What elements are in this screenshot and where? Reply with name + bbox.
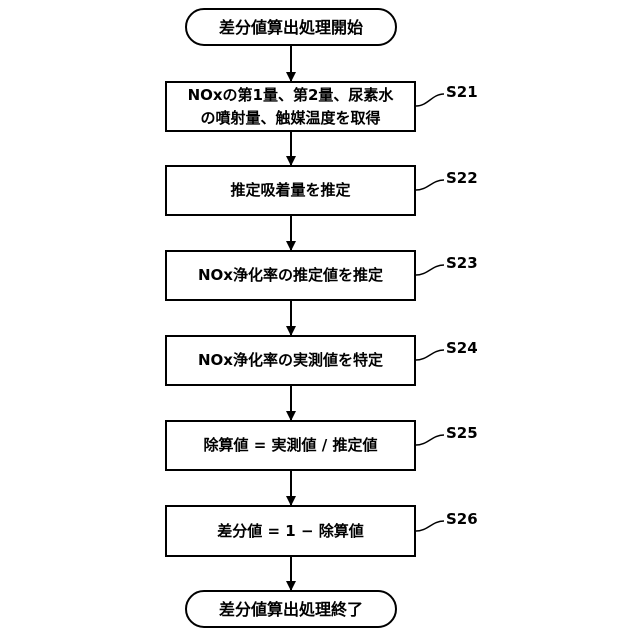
step-s21-label: S21 bbox=[446, 83, 478, 101]
step-s22-label: S22 bbox=[446, 169, 478, 187]
step-s22-text: 推定吸着量を推定 bbox=[230, 179, 350, 202]
step-s21-text: NOxの第1量、第2量、尿素水 の噴射量、触媒温度を取得 bbox=[188, 84, 394, 130]
leader-s26 bbox=[416, 521, 444, 531]
leader-s24 bbox=[416, 350, 444, 360]
step-s25-label: S25 bbox=[446, 424, 478, 442]
leader-s23 bbox=[416, 265, 444, 275]
end-terminal-text: 差分値算出処理終了 bbox=[219, 598, 363, 621]
step-s25-box: 除算値 = 実測値 / 推定値 bbox=[165, 420, 416, 471]
leader-s22 bbox=[416, 180, 444, 190]
leader-s25 bbox=[416, 435, 444, 445]
step-s23-label: S23 bbox=[446, 254, 478, 272]
step-s22-box: 推定吸着量を推定 bbox=[165, 165, 416, 216]
step-s24-label: S24 bbox=[446, 339, 478, 357]
start-terminal-text: 差分値算出処理開始 bbox=[219, 16, 363, 39]
end-terminal: 差分値算出処理終了 bbox=[185, 590, 397, 628]
step-s26-text: 差分値 = 1 − 除算値 bbox=[217, 520, 363, 543]
step-s24-box: NOx浄化率の実測値を特定 bbox=[165, 335, 416, 386]
step-s25-text: 除算値 = 実測値 / 推定値 bbox=[204, 434, 378, 457]
step-s26-label: S26 bbox=[446, 510, 478, 528]
step-s24-text: NOx浄化率の実測値を特定 bbox=[198, 349, 383, 372]
step-s23-box: NOx浄化率の推定値を推定 bbox=[165, 250, 416, 301]
start-terminal: 差分値算出処理開始 bbox=[185, 8, 397, 46]
leader-s21 bbox=[416, 94, 444, 106]
step-s26-box: 差分値 = 1 − 除算値 bbox=[165, 505, 416, 557]
step-s21-box: NOxの第1量、第2量、尿素水 の噴射量、触媒温度を取得 bbox=[165, 81, 416, 132]
step-s23-text: NOx浄化率の推定値を推定 bbox=[198, 264, 383, 287]
